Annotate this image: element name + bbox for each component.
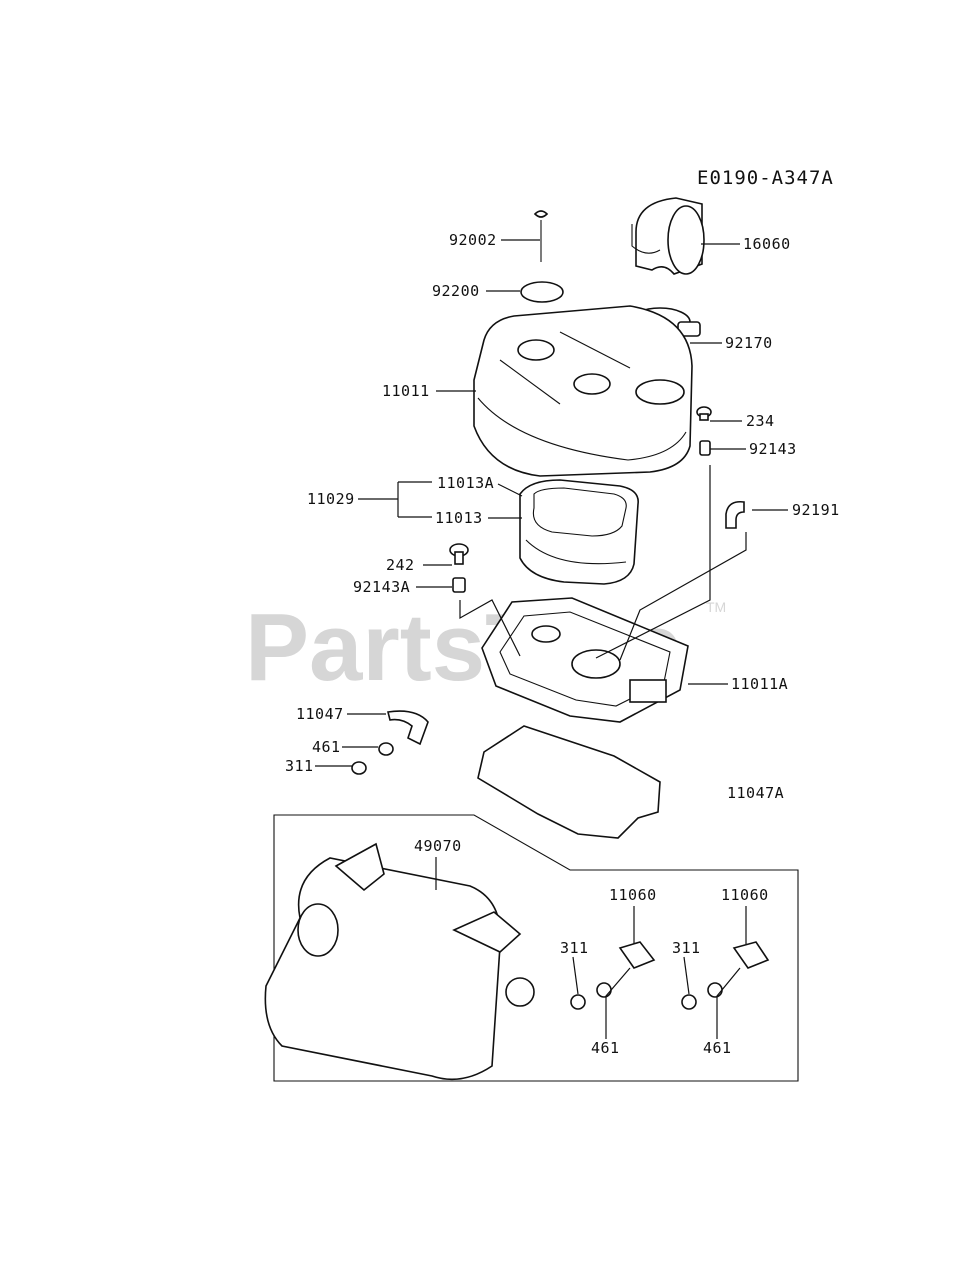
label-11060-left[interactable]: 11060 — [609, 886, 657, 904]
label-11013[interactable]: 11013 — [435, 509, 483, 527]
label-11011[interactable]: 11011 — [382, 382, 430, 400]
bolt-242[interactable] — [449, 543, 469, 565]
nut-311-right[interactable] — [681, 994, 697, 1010]
label-92191[interactable]: 92191 — [792, 501, 840, 519]
washer-461-right[interactable] — [707, 982, 723, 998]
air-cleaner-cover-11011[interactable] — [473, 305, 693, 477]
label-92143[interactable]: 92143 — [749, 440, 797, 458]
label-461-top[interactable]: 461 — [312, 738, 341, 756]
shield-11047A[interactable] — [477, 725, 661, 839]
label-92200[interactable]: 92200 — [432, 282, 480, 300]
label-16060[interactable]: 16060 — [743, 235, 791, 253]
leader-lines — [315, 239, 788, 1039]
washer-92200[interactable] — [520, 281, 564, 303]
label-242[interactable]: 242 — [386, 556, 415, 574]
muffler-49070[interactable] — [264, 842, 535, 1081]
muffler-box — [273, 814, 799, 1082]
label-92143A[interactable]: 92143A — [353, 578, 410, 596]
label-92002[interactable]: 92002 — [449, 231, 497, 249]
label-11013A[interactable]: 11013A — [437, 474, 494, 492]
label-11047A[interactable]: 11047A — [727, 784, 784, 802]
bracket-11047[interactable] — [387, 710, 429, 746]
label-11060-right[interactable]: 11060 — [721, 886, 769, 904]
nut-311-left[interactable] — [570, 994, 586, 1010]
washer-461-left[interactable] — [596, 982, 612, 998]
hose-92191[interactable] — [725, 500, 745, 529]
washer-461-top[interactable] — [378, 742, 394, 756]
label-11011A[interactable]: 11011A — [731, 675, 788, 693]
collar-92143A[interactable] — [452, 577, 466, 593]
watermark-trademark: TM — [706, 599, 726, 615]
filter-element-11013[interactable] — [519, 479, 639, 585]
label-11047[interactable]: 11047 — [296, 705, 344, 723]
air-cleaner-base-11011A[interactable] — [481, 597, 689, 723]
gasket-11060-left[interactable] — [618, 941, 656, 969]
bolt-234[interactable] — [696, 406, 712, 421]
label-49070[interactable]: 49070 — [414, 837, 462, 855]
label-11029[interactable]: 11029 — [307, 490, 355, 508]
label-461-left[interactable]: 461 — [591, 1039, 620, 1057]
elbow-16060[interactable] — [631, 197, 705, 275]
collar-92143[interactable] — [699, 440, 711, 456]
diagram-code: E0190-A347A — [697, 167, 834, 189]
label-461-right[interactable]: 461 — [703, 1039, 732, 1057]
label-311-left[interactable]: 311 — [560, 939, 589, 957]
label-311-right[interactable]: 311 — [672, 939, 701, 957]
nut-311-top[interactable] — [351, 761, 367, 775]
gasket-11060-right[interactable] — [732, 941, 770, 969]
wing-bolt-92002[interactable] — [533, 210, 549, 262]
label-311-top[interactable]: 311 — [285, 757, 314, 775]
label-234[interactable]: 234 — [746, 412, 775, 430]
label-92170[interactable]: 92170 — [725, 334, 773, 352]
